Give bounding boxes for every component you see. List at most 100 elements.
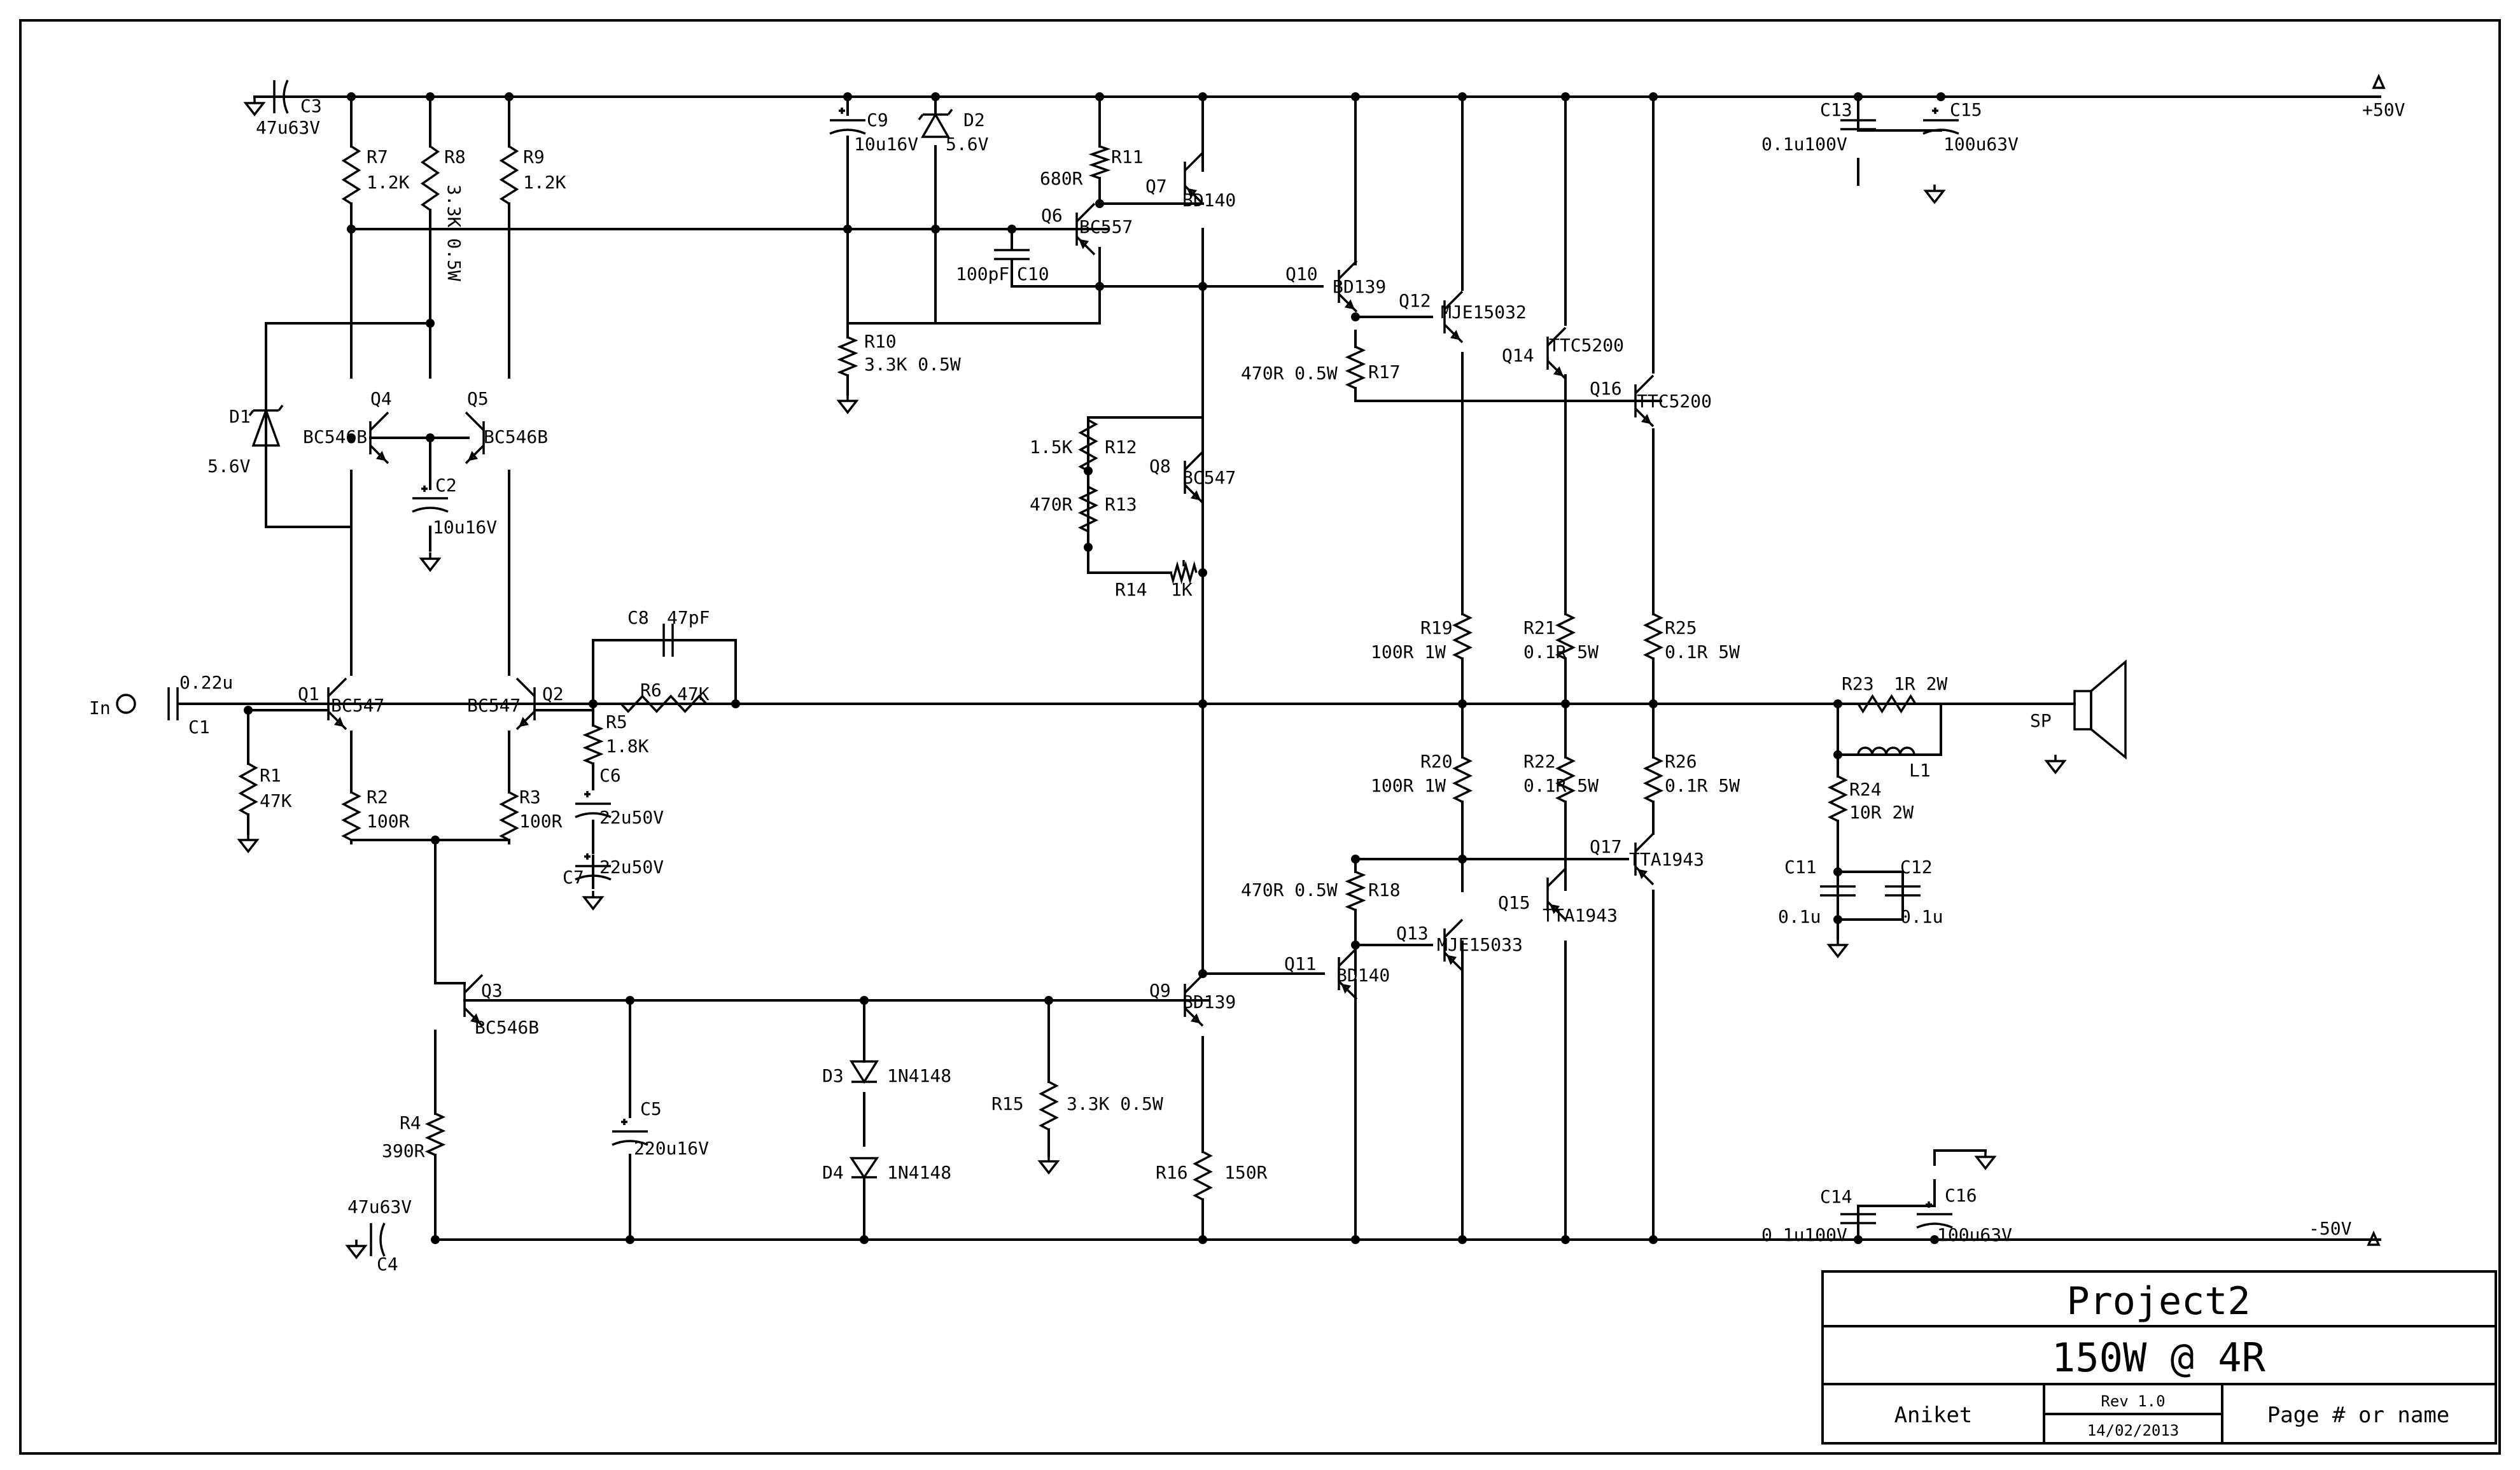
label-components-R20-name: R20 <box>1420 751 1453 772</box>
label-components-Q8-name: Q8 <box>1149 456 1171 477</box>
wire-10 <box>265 322 353 528</box>
transistor-Q8 <box>1184 451 1204 504</box>
junction-dot <box>1561 1235 1570 1244</box>
junction-dot <box>426 319 435 328</box>
title-block-date: 14/02/2013 <box>2087 1422 2180 1439</box>
transistor-Q11 <box>1338 947 1358 1000</box>
label-components-C7-value: 22u50V <box>599 857 664 878</box>
label-components-R23-value: 1R 2W <box>1894 673 1947 694</box>
capacitor-C16 <box>1916 1201 1953 1229</box>
capacitor-C2 <box>412 486 449 513</box>
diode-D1 <box>248 404 284 447</box>
label-components-C4-name: C4 <box>377 1254 398 1275</box>
label-input-label: In <box>89 697 111 718</box>
junction-dot <box>731 699 740 708</box>
label-components-Q12-name: Q12 <box>1399 290 1431 311</box>
label-components-R1-name: R1 <box>260 765 281 786</box>
label-components-C9-value: 10u16V <box>854 134 918 155</box>
label-components-R13-value: 470R <box>1030 494 1073 515</box>
label-components-C4-value: 47u63V <box>347 1196 412 1217</box>
label-components-R16-name: R16 <box>1156 1162 1188 1183</box>
label-components-Q7-name: Q7 <box>1145 176 1167 197</box>
junction-dot <box>1095 199 1104 208</box>
capacitor-C6 <box>575 791 612 818</box>
transistor-Q6 <box>1075 202 1096 256</box>
diode-D4 <box>849 1157 879 1180</box>
junction-dot <box>1833 699 1842 708</box>
transistor-Q13 <box>1443 918 1464 972</box>
label-components-R11-name: R11 <box>1111 146 1144 167</box>
label-components-Q15-value: TTA1943 <box>1543 905 1618 926</box>
title-block-title: 150W @ 4R <box>2052 1334 2266 1381</box>
label-components-Q10-value: BD139 <box>1333 276 1386 297</box>
transistor-Q14 <box>1546 326 1567 380</box>
junction-dot <box>1936 92 1945 101</box>
transistor-Q7 <box>1184 151 1204 205</box>
junction-dot <box>1833 750 1842 759</box>
label-components-D4-name: D4 <box>822 1162 844 1183</box>
resistor-R2 <box>341 791 361 841</box>
label-components-R26-value: 0.1R 5W <box>1665 775 1740 796</box>
components <box>116 73 2386 1259</box>
junction-dot <box>1198 568 1207 577</box>
transistor-Q17 <box>1634 832 1655 886</box>
junction-dot <box>347 225 356 234</box>
junction-dot <box>860 996 869 1005</box>
junction-dot <box>1198 282 1207 291</box>
label-components-C10-value: 100pF <box>956 263 1009 284</box>
junction-dot <box>1930 1235 1939 1244</box>
capacitor-C7 <box>575 853 612 881</box>
ground-symbol <box>1974 1151 1997 1170</box>
label-components-C12-value: 0.1u <box>1900 906 1943 927</box>
label-components-C3-value: 47u63V <box>256 117 320 138</box>
label-components-Q14-value: TTC5200 <box>1549 335 1624 356</box>
label-components-R7-name: R7 <box>367 146 388 167</box>
capacitor-C9 <box>829 108 866 135</box>
junction-dot <box>1458 855 1467 864</box>
sheet-border <box>19 19 2501 1455</box>
transistor-Q4 <box>369 411 389 465</box>
label-components-Q6-value: BC557 <box>1079 216 1133 237</box>
wire-22 <box>434 839 466 984</box>
label-components-R5-name: R5 <box>606 711 627 732</box>
label-components-Q17-name: Q17 <box>1590 836 1622 857</box>
transistor-Q10 <box>1338 260 1358 313</box>
resistor-R19 <box>1452 613 1473 660</box>
capacitor-C11 <box>1820 885 1856 897</box>
label-components-C3-name: C3 <box>300 95 322 116</box>
junction-dot <box>1198 699 1207 708</box>
junction-dot <box>860 1235 869 1244</box>
resistor-R16 <box>1193 1151 1213 1201</box>
label-components-Q10-name: Q10 <box>1285 263 1318 284</box>
labels: +50V-50VInSPC347u63V47u63VC4R71.2KR83.3K… <box>89 95 2405 1275</box>
junction-dot <box>1833 867 1842 876</box>
label-components-R11-value: 680R <box>1040 168 1083 189</box>
label-components-R6-value: 47K <box>677 683 710 704</box>
junction-dot <box>1007 225 1016 234</box>
junction-dot <box>626 1235 634 1244</box>
label-components-C6-value: 22u50V <box>599 807 664 828</box>
capacitor-C10 <box>994 249 1030 260</box>
junction-dot <box>589 699 598 708</box>
junction-dot <box>1561 699 1570 708</box>
label-components-C1-name: C1 <box>188 717 210 738</box>
label-components-R16-value: 150R <box>1224 1162 1268 1183</box>
wire-70 <box>1354 387 1662 402</box>
label-components-R22-name: R22 <box>1523 751 1556 772</box>
junction-dot <box>1833 915 1842 924</box>
ground-symbol <box>419 552 442 572</box>
resistor-R10 <box>837 336 858 377</box>
transistor-Q5 <box>465 411 485 465</box>
diode-D3 <box>849 1060 879 1084</box>
label-components-R10-name: R10 <box>864 331 897 352</box>
label-components-C10-name: C10 <box>1017 263 1049 284</box>
label-components-R3-name: R3 <box>519 787 541 808</box>
junction-dot <box>1458 699 1467 708</box>
capacitor-C14 <box>1840 1213 1876 1224</box>
resistor-R26 <box>1642 756 1664 803</box>
junction-dot <box>1351 92 1360 101</box>
title-block-project: Project2 <box>2067 1279 2251 1324</box>
resistor-R6 <box>620 694 708 713</box>
label-components-R14-name: R14 <box>1115 579 1147 600</box>
label-components-C15-value: 100u63V <box>1943 134 2019 155</box>
